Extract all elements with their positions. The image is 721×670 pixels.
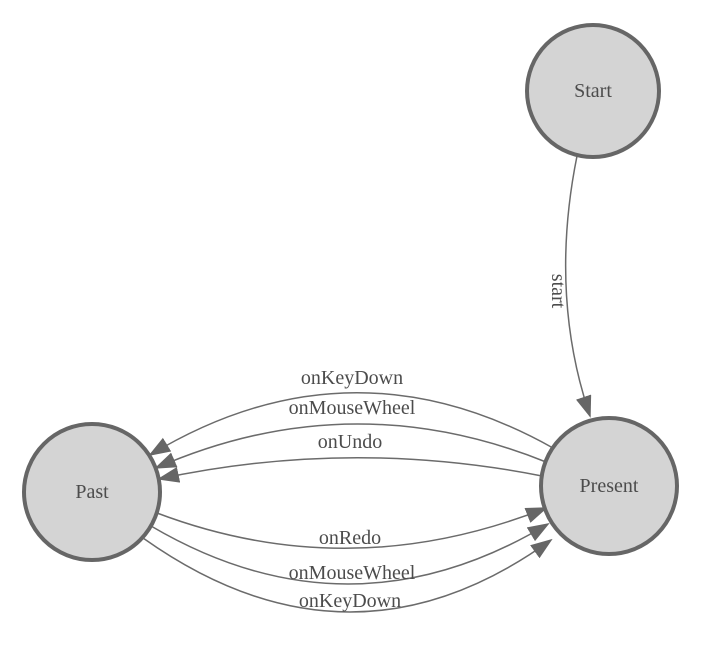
node-present[interactable]: Present: [539, 416, 679, 556]
edge-label: onRedo: [319, 527, 381, 549]
edge-labels-layer: start onKeyDown onMouseWheel onUndo onRedo on…: [289, 274, 569, 612]
edge-label: start: [547, 274, 569, 309]
edge-past-to-present: [156, 507, 548, 550]
node-start[interactable]: Start: [525, 23, 661, 159]
node-circle-past[interactable]: [22, 422, 162, 562]
node-past[interactable]: Past: [22, 422, 162, 562]
edge-start-to-present: [564, 155, 592, 418]
edge-present-to-past: [157, 457, 543, 483]
edge-label: onMouseWheel: [289, 562, 416, 584]
node-circle-start[interactable]: [525, 23, 661, 159]
edge-present-to-past: [154, 423, 547, 469]
edge-label: onKeyDown: [299, 590, 401, 612]
node-label-past: Past: [75, 481, 109, 503]
edge-label: onUndo: [318, 431, 382, 453]
edge-present-to-past: [148, 392, 554, 457]
node-circle-present[interactable]: [539, 416, 679, 556]
edge-label: onKeyDown: [301, 367, 403, 389]
node-label-present: Present: [580, 475, 639, 497]
edge-past-to-present: [142, 537, 553, 613]
node-label-start: Start: [574, 80, 612, 102]
edges-layer: [142, 155, 592, 613]
edge-past-to-present: [150, 522, 550, 585]
edge-label: onMouseWheel: [289, 397, 416, 419]
